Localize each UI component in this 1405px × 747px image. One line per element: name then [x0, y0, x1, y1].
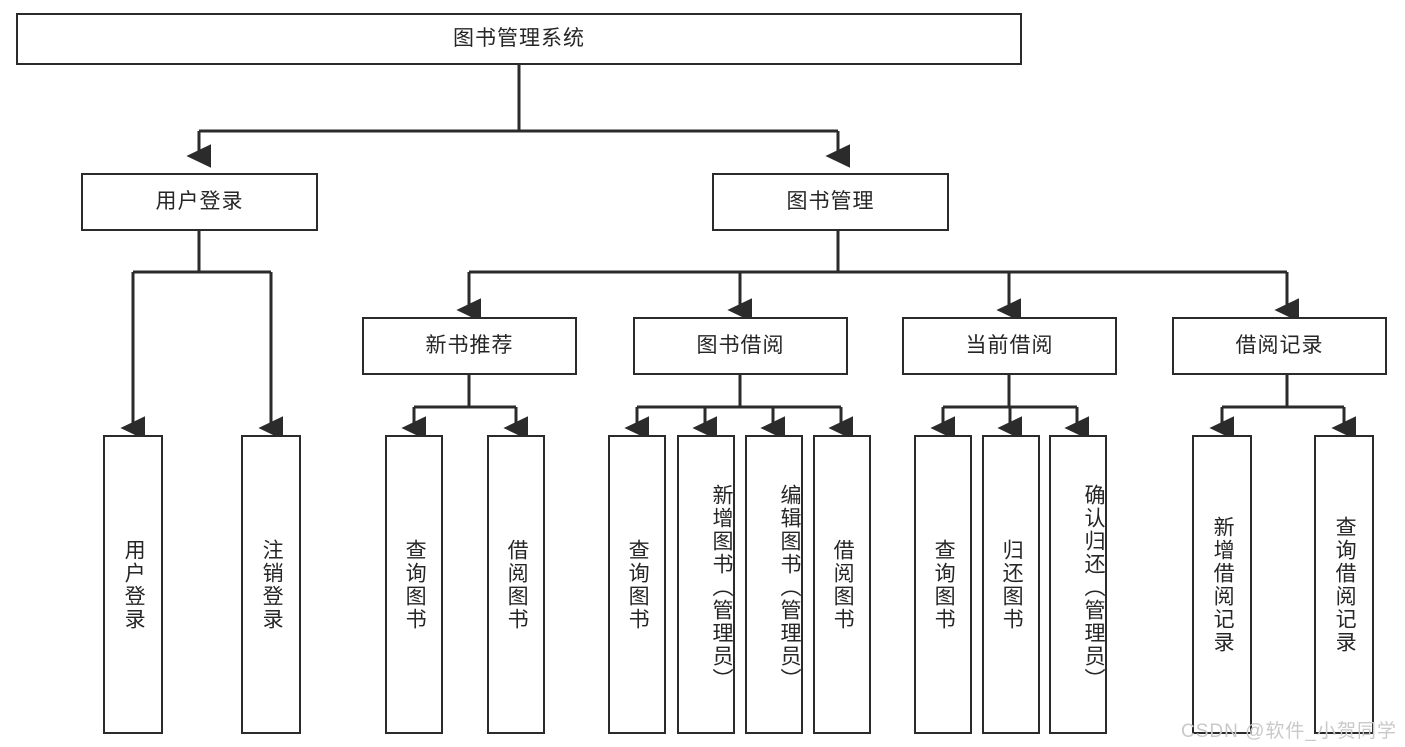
node-label: 图书借阅 — [696, 334, 785, 358]
node-label: 确认归还（管理员） — [1082, 484, 1105, 691]
leaf-user-login-logout[interactable]: 注销登录 — [241, 435, 301, 734]
node-label: 新增借阅记录 — [1211, 515, 1235, 654]
leaf-borrow-records-query-record[interactable]: 查询借阅记录 — [1314, 435, 1374, 734]
leaf-current-borrow-confirm-return-admin[interactable]: 确认归还（管理员） — [1049, 435, 1107, 734]
node-label: 查询图书 — [932, 538, 956, 631]
leaf-current-borrow-query-book[interactable]: 查询图书 — [914, 435, 972, 734]
node-label: 注销登录 — [260, 538, 284, 631]
node-current-borrow[interactable]: 当前借阅 — [902, 317, 1117, 375]
leaf-new-book-borrow-book[interactable]: 借阅图书 — [487, 435, 545, 734]
node-label: 查询图书 — [626, 538, 650, 631]
leaf-current-borrow-return-book[interactable]: 归还图书 — [982, 435, 1040, 734]
node-root-book-management-system[interactable]: 图书管理系统 — [16, 13, 1022, 65]
node-new-book-recommend[interactable]: 新书推荐 — [362, 317, 577, 375]
leaf-user-login-login[interactable]: 用户登录 — [103, 435, 163, 734]
node-label: 图书管理 — [786, 190, 875, 214]
leaf-new-book-query-book[interactable]: 查询图书 — [385, 435, 443, 734]
node-label: 用户登录 — [155, 190, 244, 214]
node-label: 新增图书（管理员） — [710, 484, 733, 691]
node-label: 借阅图书 — [831, 538, 855, 631]
node-label: 新书推荐 — [425, 334, 514, 358]
leaf-book-borrow-edit-book-admin[interactable]: 编辑图书（管理员） — [745, 435, 803, 734]
leaf-book-borrow-borrow-book[interactable]: 借阅图书 — [813, 435, 871, 734]
node-label: 图书管理系统 — [453, 27, 585, 51]
node-label: 用户登录 — [122, 538, 146, 631]
node-label: 编辑图书（管理员） — [778, 484, 801, 691]
node-label: 当前借阅 — [965, 334, 1054, 358]
node-user-login[interactable]: 用户登录 — [81, 173, 318, 231]
watermark-text: CSDN @软件_小贺同学 — [1181, 721, 1397, 742]
node-borrow-records[interactable]: 借阅记录 — [1172, 317, 1387, 375]
node-label: 查询借阅记录 — [1333, 515, 1357, 654]
leaf-borrow-records-add-record[interactable]: 新增借阅记录 — [1192, 435, 1252, 734]
leaf-book-borrow-query-book[interactable]: 查询图书 — [608, 435, 666, 734]
node-label: 借阅记录 — [1235, 334, 1324, 358]
node-label: 归还图书 — [1000, 538, 1024, 631]
leaf-book-borrow-add-book-admin[interactable]: 新增图书（管理员） — [677, 435, 735, 734]
node-book-borrow[interactable]: 图书借阅 — [633, 317, 848, 375]
node-label: 借阅图书 — [505, 538, 529, 631]
node-book-management[interactable]: 图书管理 — [712, 173, 949, 231]
node-label: 查询图书 — [403, 538, 427, 631]
